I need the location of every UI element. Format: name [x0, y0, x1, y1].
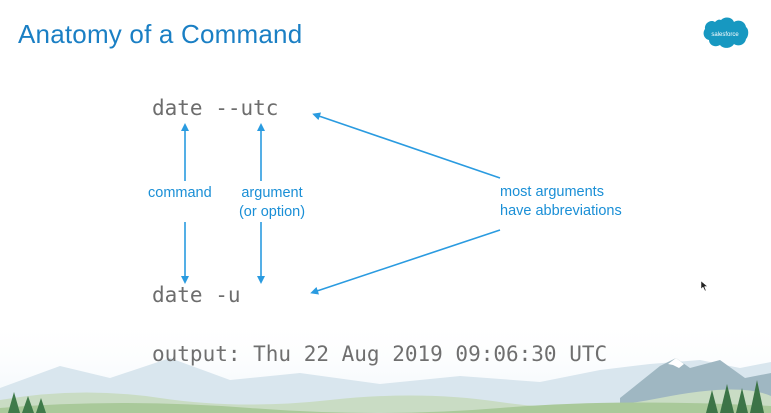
- label-argument-line2: (or option): [238, 204, 306, 220]
- logo-text: salesforce: [711, 32, 739, 38]
- label-abbrev-line2: have abbreviations: [500, 203, 622, 219]
- command-full: date --utc: [152, 96, 279, 120]
- label-argument-line1: argument: [241, 185, 303, 201]
- label-abbreviations: most arguments have abbreviations: [500, 183, 622, 221]
- label-abbrev-line1: most arguments: [500, 184, 604, 200]
- landscape-illustration: [0, 318, 771, 413]
- slide-title: Anatomy of a Command: [18, 19, 303, 49]
- command-output: output: Thu 22 Aug 2019 09:06:30 UTC: [152, 342, 608, 366]
- arrow-to-full-arg: [312, 112, 501, 179]
- mouse-pointer-icon: [701, 281, 709, 291]
- salesforce-logo: salesforce: [703, 17, 749, 48]
- label-argument: argument (or option): [232, 184, 312, 222]
- label-command: command: [148, 185, 212, 201]
- arrow-to-short-arg: [310, 229, 501, 295]
- command-short: date -u: [152, 283, 241, 307]
